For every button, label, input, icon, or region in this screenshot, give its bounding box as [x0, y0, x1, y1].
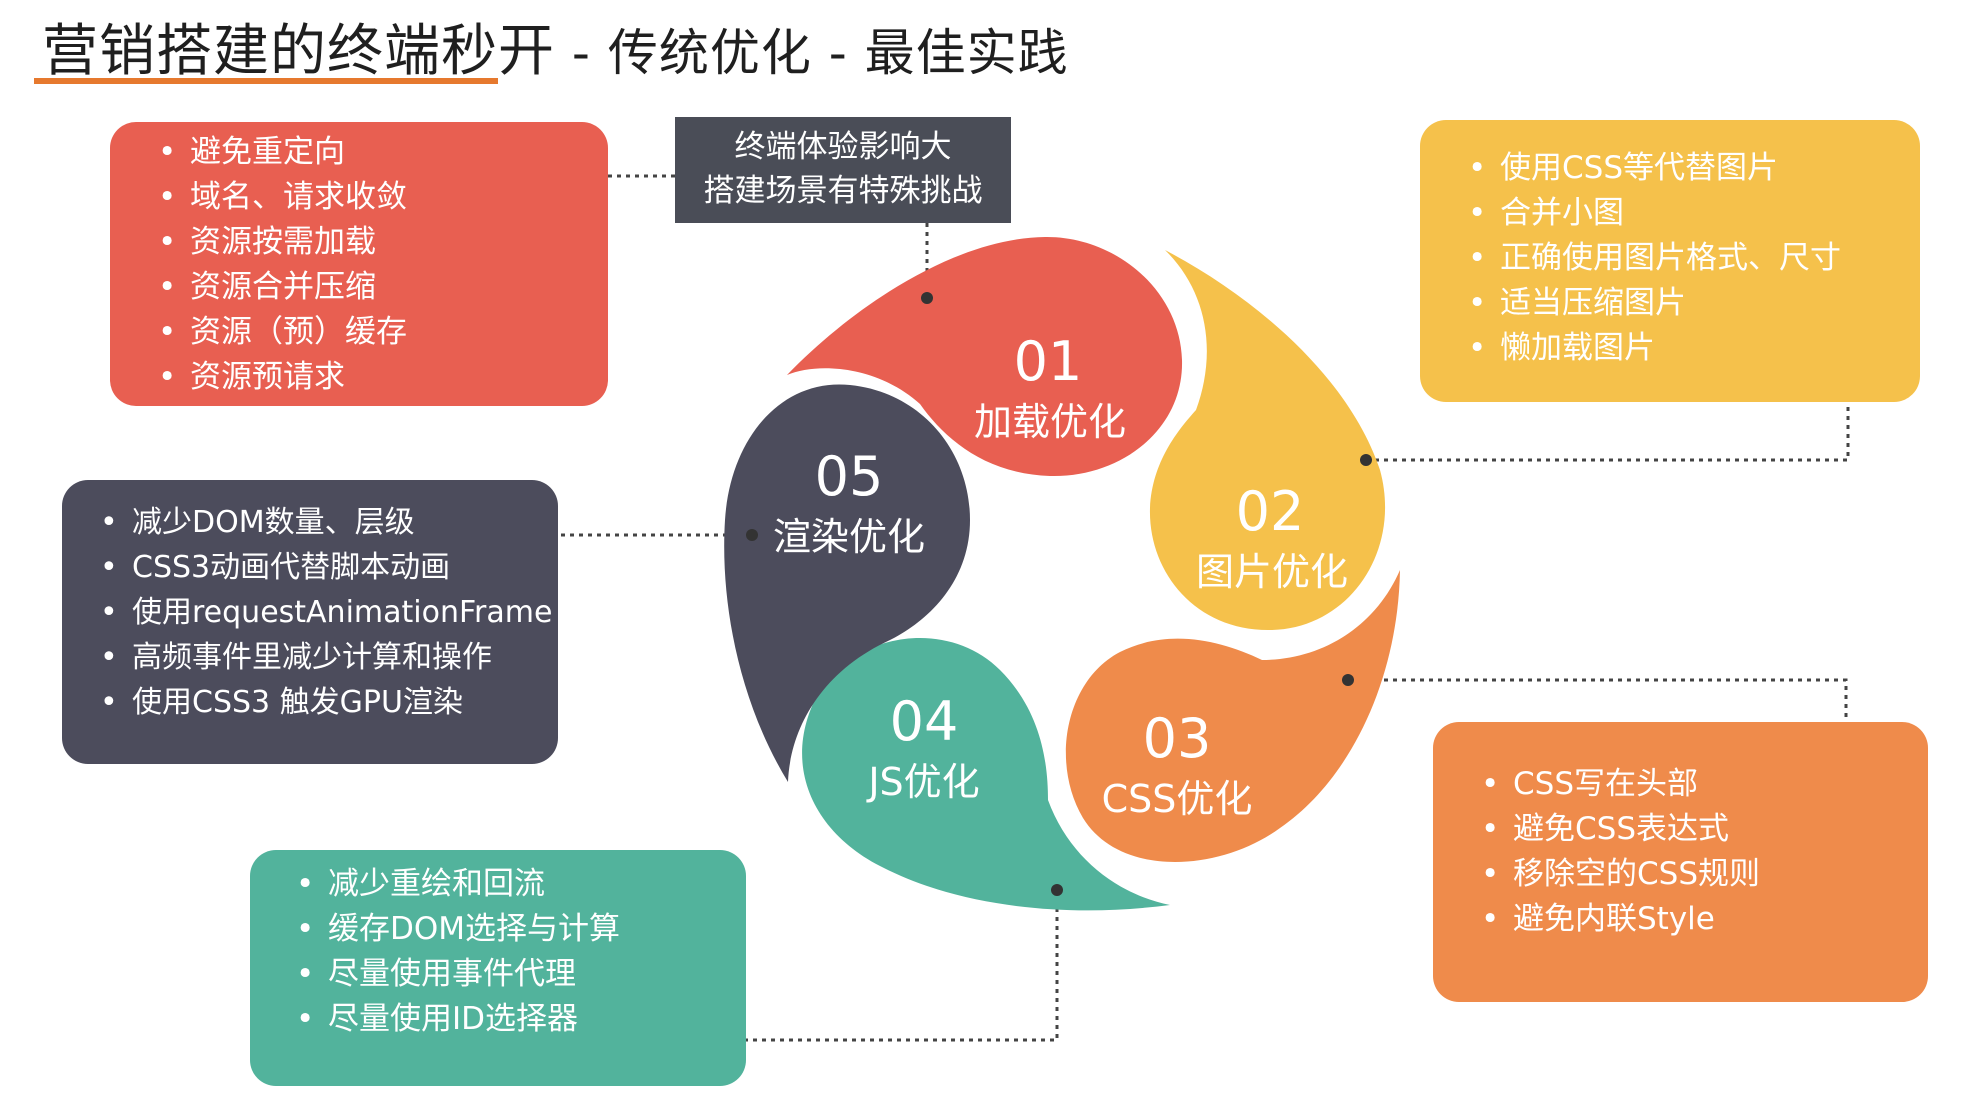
- css-optimization-box: CSS写在头部 避免CSS表达式 移除空的CSS规则 避免内联Style: [1433, 722, 1928, 1002]
- petal-label-image: 图片优化: [1196, 550, 1348, 594]
- css-optimization-list: CSS写在头部 避免CSS表达式 移除空的CSS规则 避免内联Style: [1475, 762, 1928, 942]
- js-optimization-list: 减少重绘和回流 缓存DOM选择与计算 尽量使用事件代理 尽量使用ID选择器: [290, 862, 746, 1042]
- list-item: CSS写在头部: [1475, 762, 1928, 807]
- list-item: 减少重绘和回流: [290, 862, 746, 907]
- image-optimization-list: 使用CSS等代替图片 合并小图 正确使用图片格式、尺寸 适当压缩图片 懒加载图片: [1462, 146, 1920, 371]
- petal-label-load: 加载优化: [974, 400, 1126, 444]
- list-item: 高频事件里减少计算和操作: [94, 635, 558, 680]
- js-optimization-box: 减少重绘和回流 缓存DOM选择与计算 尽量使用事件代理 尽量使用ID选择器: [250, 850, 746, 1086]
- list-item: 资源按需加载: [152, 220, 608, 265]
- petal-css: [1065, 570, 1400, 863]
- list-item: 使用CSS3 触发GPU渲染: [94, 680, 558, 725]
- petal-num-load: 01: [1014, 330, 1083, 393]
- connector-js: [703, 890, 1059, 1042]
- image-optimization-box: 使用CSS等代替图片 合并小图 正确使用图片格式、尺寸 适当压缩图片 懒加载图片: [1420, 120, 1920, 402]
- list-item: 避免重定向: [152, 130, 608, 175]
- list-item: 移除空的CSS规则: [1475, 852, 1928, 897]
- challenge-note: 终端体验影响大 搭建场景有特殊挑战: [675, 117, 1011, 223]
- load-optimization-box: 避免重定向 域名、请求收敛 资源按需加载 资源合并压缩 资源（预）缓存 资源预请…: [110, 122, 608, 406]
- note-line-1: 终端体验影响大: [734, 129, 952, 165]
- list-item: 尽量使用ID选择器: [290, 997, 746, 1042]
- list-item: 合并小图: [1462, 191, 1920, 236]
- list-item: 正确使用图片格式、尺寸: [1462, 236, 1920, 281]
- list-item: 域名、请求收敛: [152, 175, 608, 220]
- title-main: 营销搭建的终端秒开: [42, 19, 555, 84]
- list-item: 适当压缩图片: [1462, 281, 1920, 326]
- petal-load: [787, 236, 1183, 477]
- petal-label-css: CSS优化: [1102, 777, 1253, 821]
- render-optimization-list: 减少DOM数量、层级 CSS3动画代替脚本动画 使用requestAnimati…: [94, 500, 558, 725]
- list-item: 尽量使用事件代理: [290, 952, 746, 997]
- page-title: 营销搭建的终端秒开 - 传统优化 - 最佳实践: [42, 6, 1069, 87]
- dot-css-petal: [1342, 674, 1354, 686]
- list-item: 避免内联Style: [1475, 897, 1928, 942]
- petal-image: [1149, 250, 1386, 631]
- dot-image-petal: [1360, 454, 1372, 466]
- petal-num-render: 05: [815, 445, 884, 508]
- list-item: 缓存DOM选择与计算: [290, 907, 746, 952]
- petal-render: [724, 384, 970, 782]
- load-optimization-list: 避免重定向 域名、请求收敛 资源按需加载 资源合并压缩 资源（预）缓存 资源预请…: [152, 130, 608, 400]
- list-item: 减少DOM数量、层级: [94, 500, 558, 545]
- list-item: 使用CSS等代替图片: [1462, 146, 1920, 191]
- petal-num-image: 02: [1236, 480, 1305, 543]
- list-item: 资源合并压缩: [152, 265, 608, 310]
- petal-label-js: JS优化: [866, 760, 979, 804]
- title-underline: [34, 78, 498, 84]
- list-item: 懒加载图片: [1462, 326, 1920, 371]
- list-item: 资源预请求: [152, 355, 608, 400]
- petal-label-render: 渲染优化: [773, 515, 925, 559]
- connector-lines: [534, 174, 1850, 1042]
- list-item: 避免CSS表达式: [1475, 807, 1928, 852]
- title-subtitle: - 传统优化 - 最佳实践: [555, 24, 1069, 82]
- connector-css: [1348, 678, 1848, 742]
- petal-num-js: 04: [890, 690, 959, 753]
- list-item: CSS3动画代替脚本动画: [94, 545, 558, 590]
- dot-note: [921, 292, 933, 304]
- petal-num-css: 03: [1143, 707, 1212, 770]
- list-item: 资源（预）缓存: [152, 310, 608, 355]
- petal-js: [802, 637, 1170, 911]
- dot-render-petal: [746, 529, 758, 541]
- render-optimization-box: 减少DOM数量、层级 CSS3动画代替脚本动画 使用requestAnimati…: [62, 480, 558, 764]
- dot-js-petal: [1051, 884, 1063, 896]
- list-item: 使用requestAnimationFrame: [94, 590, 558, 635]
- note-line-2: 搭建场景有特殊挑战: [703, 173, 983, 209]
